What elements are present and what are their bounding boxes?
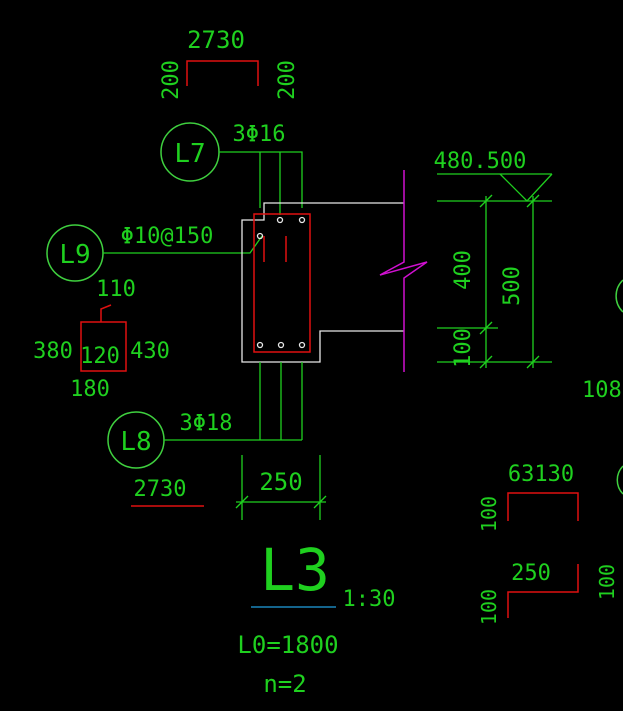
bottom-bar-dot xyxy=(298,341,306,349)
l8-callout-label: L8 xyxy=(120,427,151,457)
upper-bar-length: 63130 xyxy=(508,462,574,487)
member-count: n=2 xyxy=(263,670,306,698)
hook-left-dim: 380 xyxy=(33,339,73,364)
hook-detail-tail xyxy=(100,304,112,322)
side-bar-dot xyxy=(256,232,264,240)
dim-tick xyxy=(526,355,540,369)
stirrup xyxy=(253,213,311,353)
top-bar-dot xyxy=(298,216,306,224)
drawing-scale: 1:30 xyxy=(343,587,396,612)
top-bar-dot xyxy=(276,216,284,224)
l7-callout-label: L7 xyxy=(174,139,205,169)
width-tick xyxy=(313,495,327,509)
l9-rebar-note: Φ10@150 xyxy=(121,224,214,249)
dim-500: 500 xyxy=(500,266,525,306)
cut-dim: 1080 xyxy=(582,378,623,403)
dim-tick xyxy=(479,321,493,335)
dim-100: 100 xyxy=(451,328,476,368)
wall-break-line xyxy=(379,170,428,372)
l9-callout-label: L9 xyxy=(59,240,90,270)
hook-bottom-dim: 180 xyxy=(70,377,110,402)
lower-bar-shape xyxy=(507,564,579,618)
width-tick xyxy=(235,495,249,509)
elevation-triangle xyxy=(499,173,553,202)
l8-rebar-note: 3Φ18 xyxy=(180,411,233,436)
top-bar-length: 2730 xyxy=(187,26,245,54)
drawing-title: L3 xyxy=(260,536,330,604)
l8-bar-length: 2730 xyxy=(134,477,187,502)
hook-top-dim: 110 xyxy=(96,277,136,302)
hook-detail-box xyxy=(80,321,127,372)
cut-callout-circle xyxy=(615,279,623,313)
upper-bar-shape xyxy=(507,492,579,521)
l7-rebar-note: 3Φ16 xyxy=(233,122,286,147)
width-dim: 250 xyxy=(259,468,302,496)
top-bar-right-leg: 200 xyxy=(275,60,300,100)
bottom-bar-dot xyxy=(277,341,285,349)
span-length: L0=1800 xyxy=(237,631,338,659)
top-bar-shape xyxy=(186,60,259,86)
cut-callout-circle xyxy=(616,465,623,495)
dim-tick xyxy=(479,194,493,208)
dim-tick xyxy=(526,194,540,208)
lower-bar-leg-right: 100 xyxy=(595,564,619,600)
concrete-outline xyxy=(241,202,404,363)
l7-leader xyxy=(219,151,303,208)
upper-bar-leg: 100 xyxy=(477,496,501,532)
dim-400: 400 xyxy=(451,250,476,290)
hook-right-dim: 430 xyxy=(130,339,170,364)
lower-bar-length: 250 xyxy=(511,561,551,586)
bottom-bar-dot xyxy=(256,341,264,349)
elevation-value: 480.500 xyxy=(434,149,527,174)
lower-bar-leg-left: 100 xyxy=(477,589,501,625)
l9-leader xyxy=(103,235,263,254)
dim-tick xyxy=(479,355,493,369)
top-bar-left-leg: 200 xyxy=(159,60,184,100)
hook-mid-dim: 120 xyxy=(80,344,120,369)
